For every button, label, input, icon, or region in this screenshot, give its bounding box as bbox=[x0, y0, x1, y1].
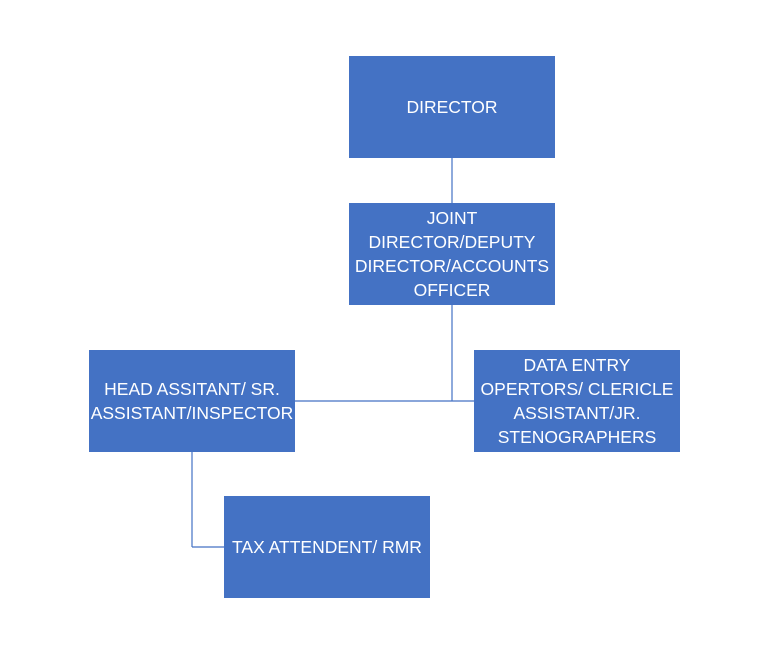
node-joint-director-label: JOINT DIRECTOR/DEPUTY DIRECTOR/ACCOUNTS … bbox=[354, 208, 550, 300]
node-joint-director: JOINT DIRECTOR/DEPUTY DIRECTOR/ACCOUNTS … bbox=[349, 203, 555, 305]
node-tax-attendent-label: TAX ATTENDENT/ RMR bbox=[232, 537, 422, 557]
node-director: DIRECTOR bbox=[349, 56, 555, 158]
node-head-assistant: HEAD ASSITANT/ SR. ASSISTANT/INSPECTOR bbox=[89, 350, 295, 452]
node-data-entry: DATA ENTRY OPERTORS/ CLERICLE ASSISTANT/… bbox=[474, 350, 680, 452]
node-director-label: DIRECTOR bbox=[406, 97, 498, 117]
node-data-entry-label: DATA ENTRY OPERTORS/ CLERICLE ASSISTANT/… bbox=[480, 355, 674, 447]
node-head-assistant-label: HEAD ASSITANT/ SR. ASSISTANT/INSPECTOR bbox=[90, 379, 294, 423]
node-tax-attendent: TAX ATTENDENT/ RMR bbox=[224, 496, 430, 598]
